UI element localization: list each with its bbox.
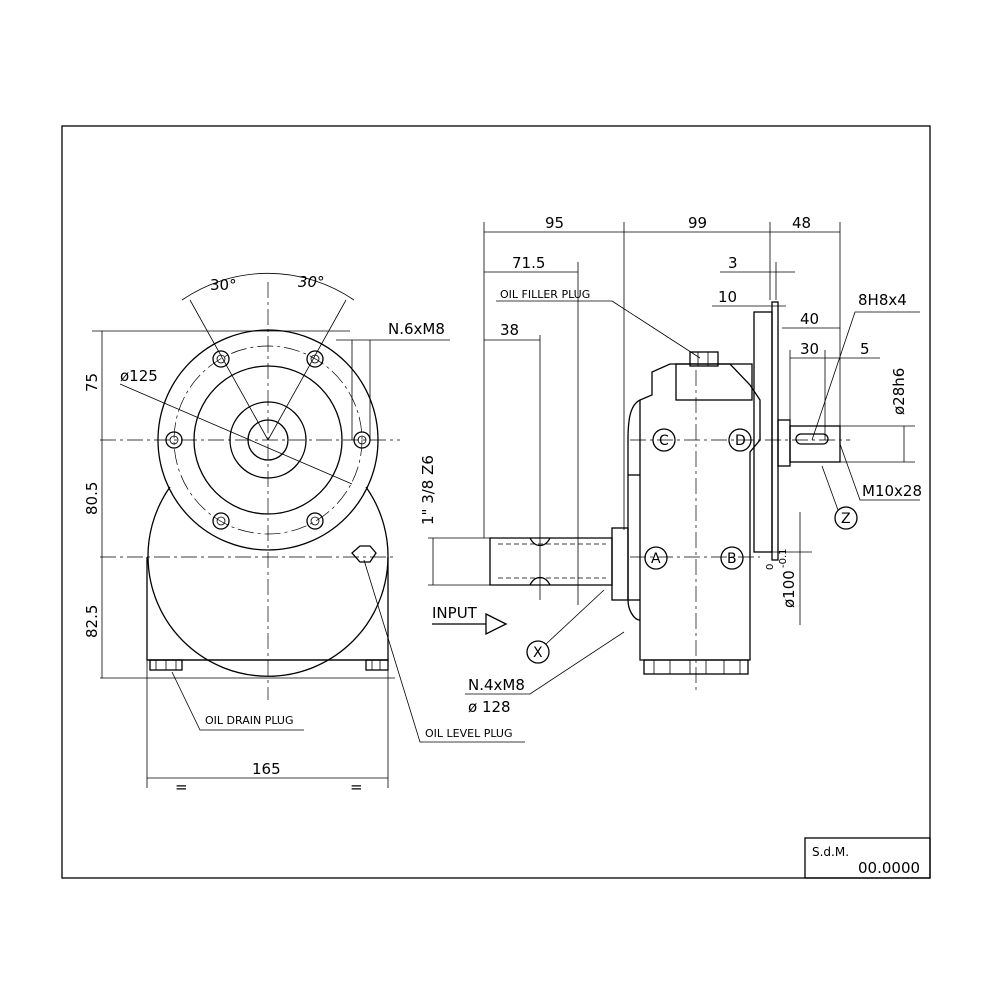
equal-right: = — [350, 778, 363, 796]
spigot-tol-upper: 0 — [765, 564, 776, 570]
width-label: 165 — [252, 760, 281, 778]
position-marker-a: A — [644, 546, 668, 570]
dim-bottom: 82.5 — [83, 605, 101, 638]
flange-diameter-label: ø 128 — [468, 698, 511, 716]
dim-40: 40 — [800, 310, 819, 328]
position-marker-z: Z — [821, 465, 858, 530]
dim-top: 75 — [83, 373, 101, 392]
input-label: INPUT — [432, 604, 478, 622]
equal-left: = — [175, 778, 188, 796]
holes-label: N.6xM8 — [388, 320, 445, 338]
bore-outer — [229, 401, 307, 479]
shaft-diameter-label: ø28h6 — [890, 368, 908, 415]
key-label: 8H8x4 — [858, 291, 907, 309]
title-block-code: S.d.M. — [812, 845, 849, 859]
position-marker-b: B — [720, 546, 744, 570]
input-shaft-spec: 1" 3/8 Z6 — [419, 455, 437, 525]
dim-5: 5 — [860, 340, 870, 358]
side-view: 95 99 48 71.5 38 3 10 40 30 5 — [419, 214, 922, 716]
svg-text:X: X — [533, 645, 543, 661]
drain-plug-right — [365, 659, 389, 671]
thread-label: M10x28 — [862, 482, 922, 500]
dim-71-5: 71.5 — [512, 254, 545, 272]
svg-text:B: B — [727, 551, 737, 567]
oil-filler-plug — [689, 351, 719, 367]
spigot-label: ø100 — [780, 570, 798, 608]
dim-30: 30 — [800, 340, 819, 358]
svg-text:D: D — [735, 433, 746, 449]
drain-plug-label: OIL DRAIN PLUG — [205, 714, 293, 727]
svg-text:Z: Z — [841, 511, 851, 527]
upper-flange-outer — [157, 329, 379, 551]
housing-top-cover — [675, 363, 753, 401]
oil-level-plug-hex — [351, 545, 377, 563]
front-view: 30° 30° N.6xM8 ø125 75 80.5 82.5 165 = =… — [83, 272, 525, 796]
lower-housing-base — [146, 557, 389, 661]
angle-right-label: 30° — [298, 273, 325, 291]
svg-text:A: A — [651, 551, 661, 567]
title-block-number: 00.0000 — [858, 859, 920, 877]
flange-holes-label: N.4xM8 — [468, 676, 525, 694]
bore-inner — [247, 419, 289, 461]
input-flange-ring — [611, 527, 629, 601]
dim-10: 10 — [718, 288, 737, 306]
position-marker-d: D — [728, 428, 752, 452]
sheet-border — [61, 125, 931, 879]
spigot-tol-lower: -0.1 — [778, 548, 789, 568]
dim-3: 3 — [728, 254, 738, 272]
angle-arc — [181, 272, 355, 301]
diameter-label: ø125 — [120, 367, 158, 385]
dim-48: 48 — [792, 214, 811, 232]
position-marker-c: C — [652, 428, 676, 452]
dim-99: 99 — [688, 214, 707, 232]
output-flange-plate — [753, 311, 773, 553]
angle-left-label: 30° — [210, 276, 237, 294]
filler-plug-label: OIL FILLER PLUG — [500, 288, 590, 301]
input-arrow-icon — [485, 612, 508, 636]
inner-boss — [193, 365, 343, 515]
level-plug-label: OIL LEVEL PLUG — [425, 727, 513, 740]
input-shaft — [489, 537, 613, 586]
dim-middle: 80.5 — [83, 482, 101, 515]
output-keyway — [795, 433, 829, 445]
dim-95: 95 — [545, 214, 564, 232]
position-marker-x: X — [526, 589, 605, 664]
housing-body — [639, 363, 761, 661]
title-block: S.d.M. 00.0000 — [804, 837, 931, 879]
bolt-pitch-circle — [173, 345, 363, 535]
svg-text:C: C — [659, 433, 669, 449]
dim-38: 38 — [500, 321, 519, 339]
